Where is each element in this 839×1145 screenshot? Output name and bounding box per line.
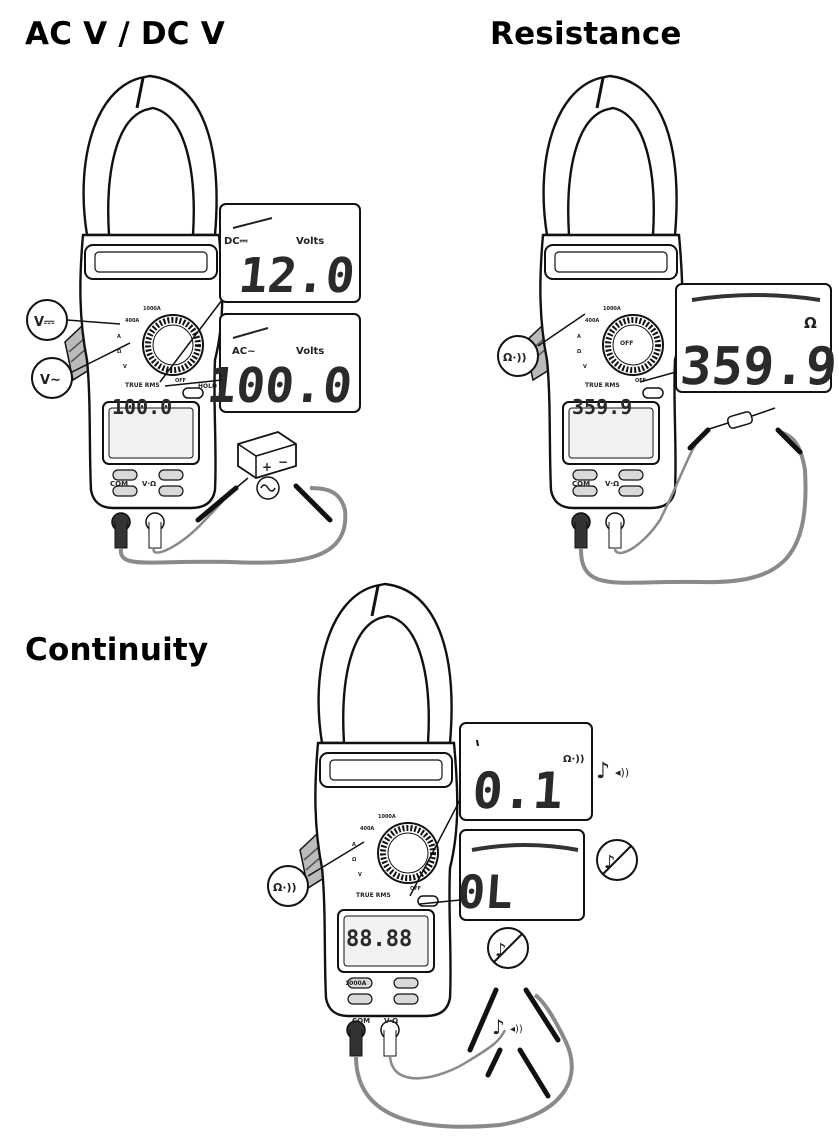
dcv-label: V⎓: [34, 315, 55, 330]
no-sound-icon-lead: ♪: [487, 927, 529, 969]
continuity-beep-callout: [459, 722, 593, 821]
cont-true-rms: TRUE RMS: [356, 892, 391, 899]
ac-mode-label: AC~: [232, 346, 255, 357]
svg-text:♪: ♪: [596, 759, 610, 784]
meter-true-rms: TRUE RMS: [125, 382, 160, 389]
continuity-ohm-label: Ω·)): [273, 881, 297, 894]
acdc-section: TRUE RMS HOLD COM V·Ω 100.0 DC⎓ Volts 12…: [26, 76, 361, 565]
cont-black-lead: [354, 993, 574, 1129]
svg-text:♪: ♪: [604, 852, 616, 873]
resistor-icon: [705, 407, 776, 431]
jack-com-label: COM: [110, 480, 128, 488]
no-sound-icon-top: ♪: [596, 839, 638, 881]
res-red-lead: [613, 437, 701, 555]
ohm-label: Ω·)): [503, 351, 527, 364]
resistance-callout-box: [675, 283, 832, 393]
dc-bargraph: [232, 217, 273, 229]
resistance-unit: Ω: [804, 314, 817, 332]
clamp-meter-acdc: [65, 76, 222, 548]
beep-music-note-icon: ♪ ◂)): [596, 759, 629, 784]
ohm-mode-badge: [497, 335, 539, 377]
meter-lcd-reading-acdc: 100.0: [112, 395, 172, 419]
ac-callout-box: [219, 313, 361, 413]
dc-reading: 12.0: [236, 248, 357, 304]
heading-acdc: AC V / DC V: [25, 16, 225, 52]
cont-red-lead: [388, 1029, 507, 1080]
heading-continuity: Continuity: [25, 632, 209, 668]
continuity-open-callout: [459, 829, 585, 921]
dc-unit-label: Volts: [296, 236, 324, 247]
ac-unit-label: Volts: [296, 346, 324, 357]
heading-resistance: Resistance: [490, 16, 682, 52]
continuity-open-reading: 0L: [456, 865, 515, 919]
resistance-section: TRUE RMS OFF COM V·Ω 359.9 Ω 359.9 Ω·)): [497, 76, 839, 585]
continuity-beep-reading: 0.1: [471, 762, 565, 820]
cont-jack-vohm-label: V·Ω: [384, 1017, 398, 1025]
meter-lcd-reading-continuity: 88.88: [346, 927, 412, 952]
resistance-bargraph: [691, 293, 821, 302]
black-test-lead: [118, 486, 348, 565]
cont-range-1000a: 1000A: [345, 980, 367, 987]
continuity-ohm-badge: [267, 865, 309, 907]
res-off-label: OFF: [620, 340, 633, 347]
resistance-reading: 359.9: [678, 337, 839, 397]
battery-plus: +: [262, 460, 272, 474]
ac-source-icon: [256, 476, 280, 500]
cont-jack-com-label: COM: [352, 1017, 370, 1025]
continuity-beep-unit: Ω·)): [563, 754, 584, 765]
res-true-rms: TRUE RMS: [585, 382, 620, 389]
clamp-meter-continuity: [300, 584, 457, 1056]
svg-text:♪: ♪: [495, 940, 507, 961]
meter-hold-label: HOLD: [198, 383, 217, 390]
res-jack-com-label: COM: [572, 480, 590, 488]
acv-mode-badge: [31, 357, 73, 399]
clamp-meter-resistance: [525, 76, 682, 548]
dc-callout-box: [219, 203, 361, 303]
svg-text:♪: ♪: [492, 1015, 505, 1039]
ac-reading: 100.0: [204, 358, 354, 414]
battery-minus: −: [278, 455, 288, 469]
beep-music-note-lead-icon: ♪ ◂)): [492, 1015, 523, 1039]
ac-bargraph: [232, 327, 269, 339]
acv-label: V~: [40, 373, 61, 388]
jack-vohm-label: V·Ω: [142, 480, 156, 488]
svg-text:◂)): ◂)): [510, 1024, 523, 1035]
battery-icon: + −: [237, 431, 297, 479]
meter-lcd-reading-resistance: 359.9: [572, 395, 632, 419]
res-jack-vohm-label: V·Ω: [605, 480, 619, 488]
dc-mode-label: DC⎓: [224, 236, 248, 247]
svg-text:◂)): ◂)): [615, 766, 629, 779]
continuity-section: 1000A TRUE RMS COM V·Ω 88.88 Ω·)) 0.1 0L…: [267, 584, 638, 1129]
